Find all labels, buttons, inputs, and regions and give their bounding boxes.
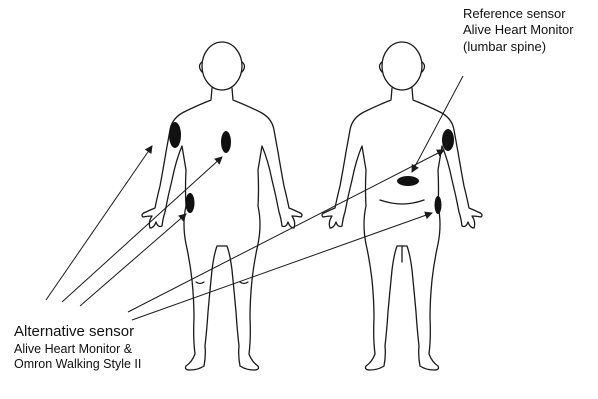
arrow-to-back-hip — [132, 213, 432, 320]
reference-label-line3: (lumbar spine) — [463, 39, 574, 55]
front-body-outline — [142, 42, 302, 370]
arrow-to-lumbar — [412, 76, 463, 172]
alternative-sensor-label: Alternative sensor Alive Heart Monitor &… — [14, 323, 141, 373]
sensor-front-hip — [186, 193, 195, 213]
arrow-to-front-arm — [46, 146, 152, 300]
reference-sensor-label: Reference sensor Alive Heart Monitor (lu… — [463, 6, 574, 55]
arrow-to-front-chest — [62, 157, 222, 302]
sensor-front-chest — [221, 131, 231, 153]
back-body-outline — [322, 42, 482, 370]
reference-label-line1: Reference sensor — [463, 6, 574, 22]
reference-label-line2: Alive Heart Monitor — [463, 22, 574, 38]
pointer-arrows — [46, 76, 463, 320]
sensor-back-hip — [435, 196, 442, 214]
sensors — [169, 122, 454, 214]
sensor-front-upper-arm — [169, 122, 181, 148]
alternative-label-line1: Alternative sensor — [14, 323, 141, 342]
sensor-back-lumbar — [397, 176, 419, 186]
sensor-back-upper-arm — [442, 129, 454, 151]
alternative-label-line3: Omron Walking Style II — [14, 357, 141, 373]
alternative-label-line2: Alive Heart Monitor & — [14, 342, 141, 358]
arrow-to-back-arm — [128, 150, 444, 312]
